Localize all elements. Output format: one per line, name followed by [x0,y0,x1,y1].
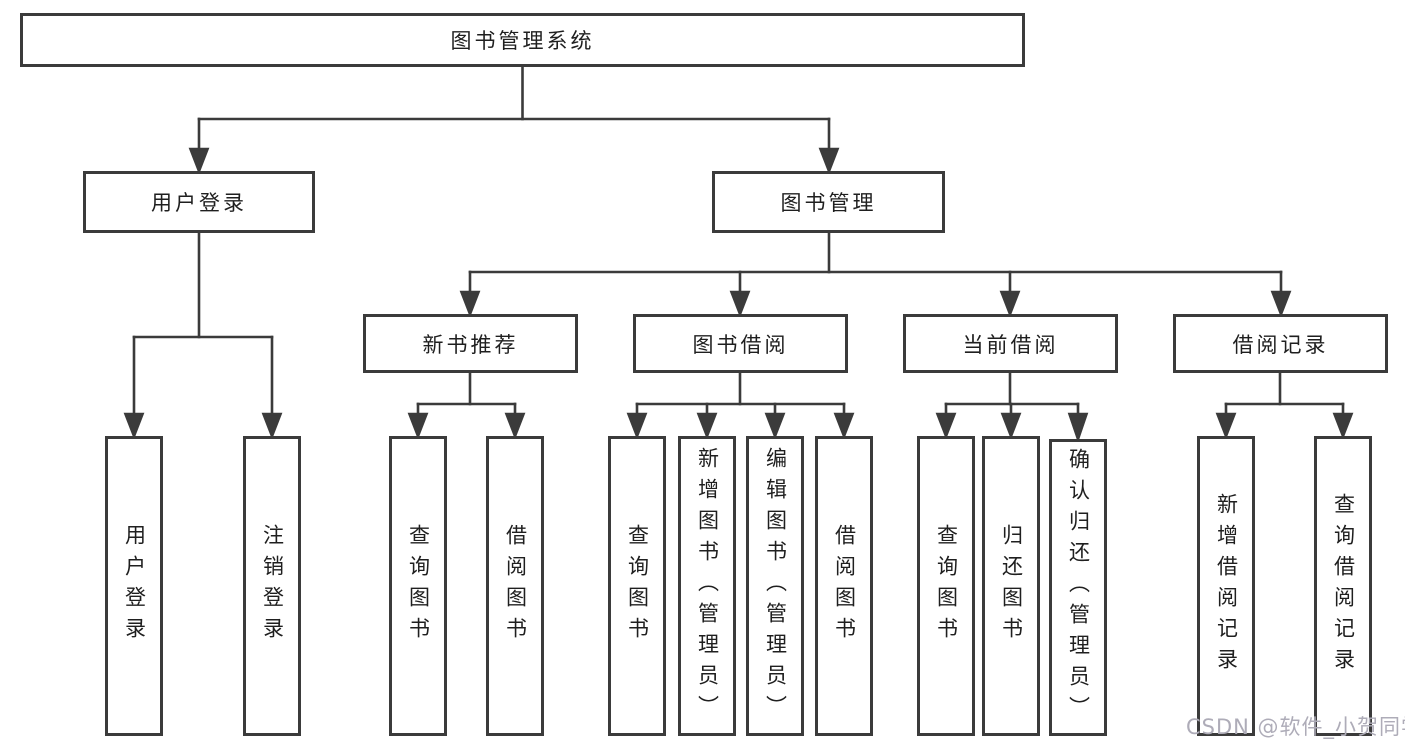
leaf-label: 查询图书 [934,524,959,648]
leaf-label: 用户登录 [122,524,147,648]
node-root: 图书管理系统 [20,13,1025,67]
leaf-label: 确认归还（管理员） [1066,448,1091,727]
leaf-bb-borrow-books: 借阅图书 [815,436,873,736]
leaf-cb-query-books: 查询图书 [917,436,975,736]
leaf-label: 借阅图书 [832,524,857,648]
leaf-label: 归还图书 [999,524,1024,648]
leaf-label: 借阅图书 [503,524,528,648]
leaf-cb-confirm-return-admin: 确认归还（管理员） [1049,439,1107,736]
leaf-user-login: 用户登录 [105,436,163,736]
node-book-mgmt: 图书管理 [712,171,945,233]
leaf-br-add-record: 新增借阅记录 [1197,436,1255,736]
leaf-cb-return-books: 归还图书 [982,436,1040,736]
leaf-nbr-borrow-books: 借阅图书 [486,436,544,736]
leaf-label: 查询借阅记录 [1331,493,1356,679]
leaf-label: 新增借阅记录 [1214,493,1239,679]
leaf-logout: 注销登录 [243,436,301,736]
node-user-login: 用户登录 [83,171,315,233]
leaf-bb-query-books: 查询图书 [608,436,666,736]
leaf-label: 编辑图书（管理员） [763,446,788,726]
leaf-label: 注销登录 [260,524,285,648]
leaf-label: 新增图书（管理员） [695,446,720,726]
leaf-nbr-query-books: 查询图书 [389,436,447,736]
leaf-label: 查询图书 [406,524,431,648]
csdn-watermark: CSDN @软件_小贺同学 [1186,715,1405,739]
node-new-book-rec: 新书推荐 [363,314,578,373]
leaf-br-query-record: 查询借阅记录 [1314,436,1372,736]
leaf-bb-add-books-admin: 新增图书（管理员） [678,436,736,736]
leaf-bb-edit-books-admin: 编辑图书（管理员） [746,436,804,736]
node-current-borrow: 当前借阅 [903,314,1118,373]
leaf-label: 查询图书 [625,524,650,648]
node-book-borrow: 图书借阅 [633,314,848,373]
node-borrow-records: 借阅记录 [1173,314,1388,373]
